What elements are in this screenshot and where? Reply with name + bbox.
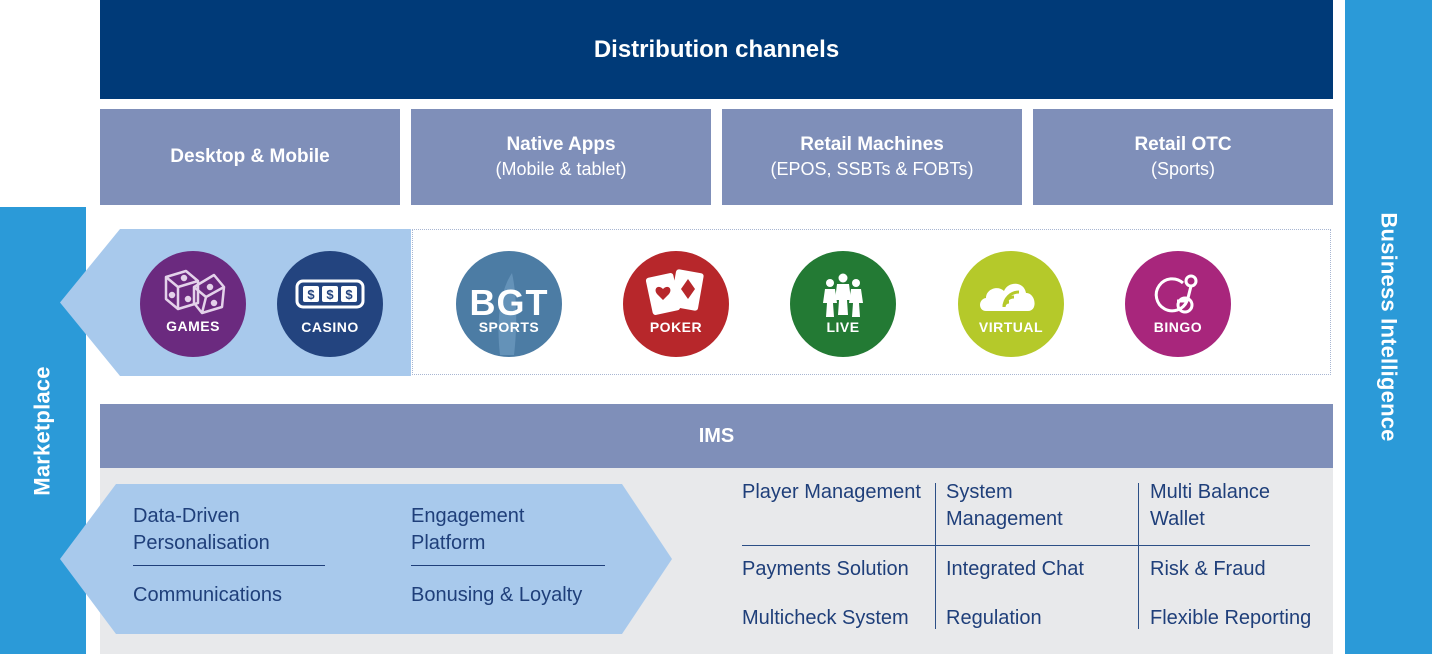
bgt-logo-icon: BGT <box>470 282 549 323</box>
marketplace-bar: Marketplace <box>0 207 86 654</box>
marketplace-label: Marketplace <box>30 365 56 496</box>
marketplace-item-engagement: Engagement Platform <box>411 505 525 554</box>
feature-risk-fraud: Risk & Fraud <box>1150 558 1266 580</box>
marketplace-item-communications: Communications <box>133 584 282 606</box>
ims-title: IMS <box>698 424 735 447</box>
product-label: BINGO <box>1154 319 1202 335</box>
ims-header: IMS <box>100 404 1333 468</box>
distribution-title: Distribution channels <box>593 35 840 63</box>
channel-title: Retail OTC <box>1134 134 1232 155</box>
bingo-ball-icon <box>1154 274 1198 314</box>
channel-subtitle: (Sports) <box>1150 159 1215 179</box>
product-casino[interactable]: $ $ $ CASINO <box>277 251 383 357</box>
grid-divider-vertical <box>1138 483 1139 629</box>
channel-retail-machines: Retail Machines (EPOS, SSBTs & FOBTs) <box>722 109 1022 205</box>
grid-divider-horizontal <box>742 545 1310 546</box>
marketplace-item-bonusing: Bonusing & Loyalty <box>411 584 583 606</box>
channel-desktop-mobile: Desktop & Mobile <box>100 109 400 205</box>
product-label: VIRTUAL <box>979 319 1043 335</box>
feature-system-management: System Management <box>946 481 1063 530</box>
svg-text:$: $ <box>326 287 334 302</box>
product-bingo[interactable]: BINGO <box>1125 251 1231 357</box>
channel-title: Desktop & Mobile <box>170 146 330 167</box>
channel-retail-otc: Retail OTC (Sports) <box>1033 109 1333 205</box>
product-virtual[interactable]: VIRTUAL <box>958 251 1064 357</box>
product-live[interactable]: LIVE <box>790 251 896 357</box>
playing-cards-icon <box>645 269 704 315</box>
channel-subtitle: (Mobile & tablet) <box>495 159 627 179</box>
feature-regulation: Regulation <box>946 607 1042 629</box>
product-label: LIVE <box>826 319 859 335</box>
channel-title: Retail Machines <box>800 134 944 155</box>
dice-icon <box>164 269 226 315</box>
channel-native-apps: Native Apps (Mobile & tablet) <box>411 109 711 205</box>
svg-text:$: $ <box>345 287 353 302</box>
feature-multi-balance-wallet: Multi Balance Wallet <box>1150 481 1271 530</box>
product-label: GAMES <box>166 318 220 334</box>
marketplace-item-personalisation: Data-Driven Personalisation <box>133 505 270 554</box>
feature-integrated-chat: Integrated Chat <box>946 558 1084 580</box>
dealers-icon <box>823 273 863 317</box>
product-label: SPORTS <box>479 319 540 335</box>
feature-flexible-reporting: Flexible Reporting <box>1150 607 1312 629</box>
marketplace-hexagon <box>60 484 672 634</box>
feature-player-management: Player Management <box>742 481 921 503</box>
channel-title: Native Apps <box>506 134 616 155</box>
product-label: POKER <box>650 319 702 335</box>
product-poker[interactable]: POKER <box>623 251 729 357</box>
grid-divider-vertical <box>935 483 936 629</box>
product-games[interactable]: GAMES <box>140 251 246 357</box>
feature-payments-solution: Payments Solution <box>742 558 909 580</box>
products-frame <box>412 229 1331 375</box>
cloud-signal-icon <box>980 283 1035 311</box>
product-sports[interactable]: BGT SPORTS <box>456 251 562 357</box>
business-intelligence-label: Business Intelligence <box>1376 212 1402 442</box>
business-intelligence-bar: Business Intelligence <box>1345 0 1432 654</box>
bgt-swoosh-icon <box>498 273 517 355</box>
distribution-header: Distribution channels <box>100 0 1333 99</box>
svg-text:$: $ <box>307 287 315 302</box>
divider <box>411 565 605 566</box>
divider <box>133 565 325 566</box>
product-label: CASINO <box>301 319 358 335</box>
channel-subtitle: (EPOS, SSBTs & FOBTs) <box>770 159 974 179</box>
feature-multicheck-system: Multicheck System <box>742 607 909 629</box>
slot-machine-icon: $ $ $ <box>295 279 365 309</box>
